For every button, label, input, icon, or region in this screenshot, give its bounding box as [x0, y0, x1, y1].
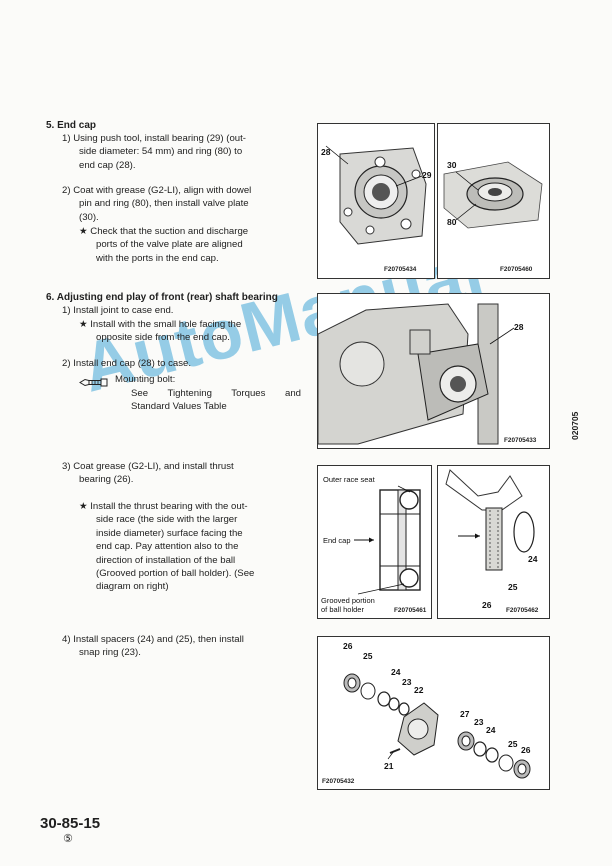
figure-exploded-view: 26 25 24 23 22 21 27 23 24 25 26 F207054… — [317, 636, 550, 790]
callout-27: 27 — [460, 709, 470, 719]
callout-24: 24 — [486, 725, 496, 735]
section-5-step-2: 2) Coat with grease (G2-LI), align with … — [62, 184, 302, 224]
callout-24: 24 — [391, 667, 401, 677]
callout-22: 22 — [414, 685, 424, 695]
text-line: bearing (26). — [79, 474, 134, 486]
section-6-step-1-note: ★ Install with the small hole facing the… — [79, 318, 301, 345]
text-line: pin and ring (80), then install valve pl… — [79, 198, 249, 210]
callout-23: 23 — [402, 677, 412, 687]
section-6-title: 6. Adjusting end play of front (rear) sh… — [46, 292, 278, 303]
label-outer-race-seat: Outer race seat — [323, 475, 375, 484]
text-line: ports of the valve plate are aligned — [96, 239, 243, 251]
text-line: (30). — [79, 211, 99, 223]
text-line: ★ Install with the small hole facing the — [79, 319, 242, 330]
label-end-cap: End cap — [323, 536, 351, 545]
callout-28: 28 — [514, 322, 524, 332]
callout-25: 25 — [508, 582, 518, 592]
text-line: 3) Coat grease (G2-LI), and install thru… — [62, 461, 234, 472]
text-line: opposite side from the end cap. — [96, 332, 230, 344]
hand-bearing-illustration — [445, 469, 535, 571]
text-line: (Grooved portion of ball holder). (See — [96, 568, 255, 580]
text-line: side diameter: 54 mm) and ring (80) to — [79, 146, 243, 158]
section-6-step-2: 2) Install end cap (28) to case. — [62, 358, 192, 369]
section-5-note: ★ Check that the suction and discharge p… — [79, 225, 301, 265]
callout-28: 28 — [321, 147, 331, 157]
callout-80: 80 — [447, 217, 457, 227]
mounting-bolt-reference: See Tightening Torques and Standard Valu… — [131, 387, 301, 414]
section-6-step-3: 3) Coat grease (G2-LI), and install thru… — [62, 460, 302, 487]
text-line: ★ Check that the suction and discharge — [79, 226, 249, 237]
section-6-step-4: 4) Install spacers (24) and (25), then i… — [62, 633, 302, 660]
text-line: ★ Install the thrust bearing with the ou… — [79, 501, 248, 512]
figure-thrust-bearing-section: Outer race seat End cap Grooved portion … — [317, 465, 432, 619]
callout-26: 26 — [482, 600, 492, 610]
case-assembly-illustration — [318, 303, 515, 445]
callout-21: 21 — [384, 761, 394, 771]
text-line: inside diameter) surface facing the — [96, 527, 243, 539]
end-cap-illustration — [325, 145, 427, 245]
section-5-step-1: 1) Using push tool, install bearing (29)… — [62, 132, 302, 172]
figure-valve-plate: 30 80 F20705460 — [437, 123, 550, 279]
figure-code: F20705432 — [322, 778, 355, 785]
callout-29: 29 — [422, 170, 432, 180]
text-line: end cap. Pay attention also to the — [96, 541, 239, 553]
text-line: See Tightening Torques and — [131, 388, 301, 399]
text-line: snap ring (23). — [79, 647, 141, 659]
text-line: Standard Values Table — [131, 401, 227, 413]
callout-24: 24 — [528, 554, 538, 564]
figure-code: F20705460 — [500, 266, 533, 273]
callout-25: 25 — [508, 739, 518, 749]
page-number: 30-85-15 — [40, 815, 101, 832]
callout-26: 26 — [343, 641, 353, 651]
valve-plate-illustration — [443, 161, 543, 229]
text-line: end cap (28). — [79, 159, 136, 171]
section-5-title: 5. End cap — [46, 120, 97, 131]
figure-end-cap-installed: 28 F20705433 — [317, 293, 550, 449]
exploded-parts-illustration — [343, 673, 531, 779]
text-line: direction of installation of the ball — [96, 554, 236, 566]
figure-code: F20705434 — [384, 266, 417, 273]
figure-code: F20705462 — [506, 607, 539, 614]
callout-26: 26 — [521, 745, 531, 755]
label-grooved-portion: Grooved portion — [321, 596, 375, 605]
text-line: side race (the side with the larger — [96, 514, 238, 526]
callout-30: 30 — [447, 160, 457, 170]
text-line: 4) Install spacers (24) and (25), then i… — [62, 634, 244, 645]
text-line: 2) Coat with grease (G2-LI), align with … — [62, 185, 252, 196]
figure-code: F20705461 — [394, 607, 427, 614]
figure-code: F20705433 — [504, 437, 537, 444]
text-line: 1) Using push tool, install bearing (29)… — [62, 133, 246, 144]
figure-bearing-installation: 24 25 26 F20705462 — [437, 465, 550, 619]
mounting-bolt-label: Mounting bolt: — [115, 374, 176, 385]
text-line: diagram on right) — [96, 581, 169, 593]
bearing-section-diagram — [354, 485, 421, 595]
figure-end-cap-bearing: 28 29 F20705434 — [317, 123, 435, 279]
callout-25: 25 — [363, 651, 373, 661]
label-ball-holder: of ball holder — [321, 605, 364, 614]
callout-23: 23 — [474, 717, 484, 727]
section-6-step-1: 1) Install joint to case end. — [62, 305, 174, 316]
wrench-bolt-icon — [79, 375, 109, 393]
side-document-code: 020705 — [570, 411, 580, 440]
text-line: with the ports in the end cap. — [96, 252, 219, 264]
revision-mark: ⑤ — [63, 833, 73, 845]
section-6-step-3-note: ★ Install the thrust bearing with the ou… — [79, 500, 301, 594]
